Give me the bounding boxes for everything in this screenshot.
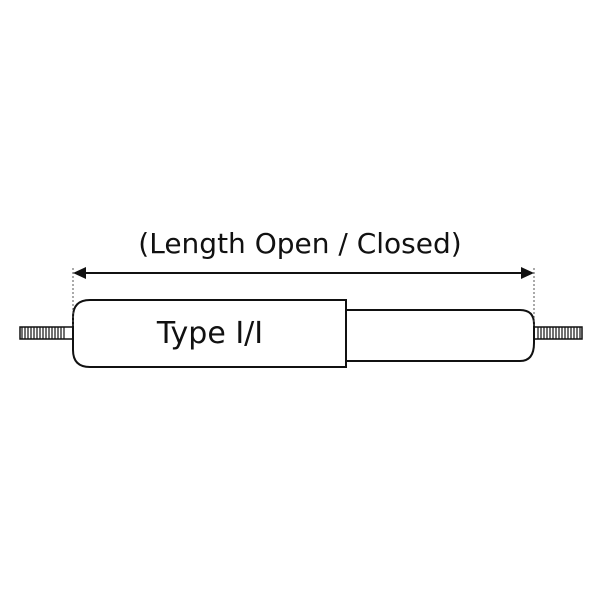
cylinder-body	[72, 299, 347, 368]
length-dimension-label: (Length Open / Closed)	[138, 227, 462, 260]
arrowhead-right-icon	[521, 267, 534, 279]
right-threaded-stud	[525, 326, 583, 340]
piston-rod-tube	[345, 309, 535, 362]
arrowhead-left-icon	[73, 267, 86, 279]
type-label: Type I/I	[156, 316, 264, 351]
left-threaded-stud	[19, 326, 77, 340]
dimension-arrow	[73, 267, 534, 279]
